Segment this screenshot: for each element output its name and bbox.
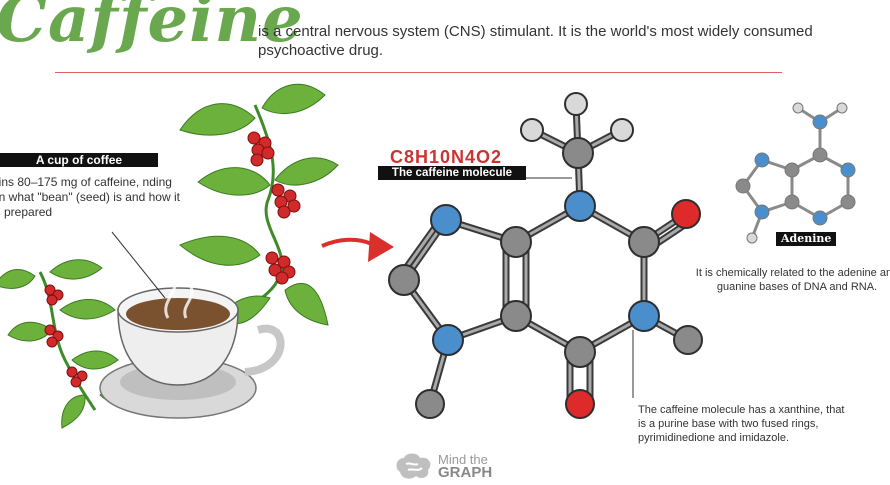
- carbon-atom: [628, 226, 660, 258]
- carbon-atom: [564, 336, 596, 368]
- page-title: Caffeine: [0, 0, 304, 57]
- coffee-cup-label: A cup of coffee: [0, 153, 158, 167]
- coffee-cherries: [44, 131, 301, 388]
- carbon-atom: [500, 226, 532, 258]
- mind-the-graph-logo: Mind the GRAPH: [394, 452, 492, 480]
- red-arrow-head: [368, 232, 394, 262]
- intro-text: is a central nervous system (CNS) stimul…: [258, 23, 813, 59]
- hydrogen-atom: [610, 118, 634, 142]
- brain-logo-icon: [396, 453, 431, 479]
- carbon-atom: [388, 264, 420, 296]
- oxygen-atom: [565, 389, 595, 419]
- carbon-atom: [415, 389, 445, 419]
- coffee-cup-description: ains 80–175 mg of caffeine, nding on wha…: [0, 175, 180, 219]
- molecule-formula: C8H10N4O2: [390, 147, 503, 167]
- nitrogen-atom: [564, 190, 596, 222]
- nitrogen-atom: [628, 300, 660, 332]
- red-arrow: [321, 237, 373, 248]
- hydrogen-atom: [564, 92, 588, 116]
- nitrogen-atom: [432, 324, 464, 356]
- carbon-atom: [562, 137, 594, 169]
- logo-line-1: Mind the: [438, 452, 488, 467]
- adenine-description: It is chemically related to the adenine …: [695, 267, 890, 293]
- adenine-label: Adenine: [776, 232, 837, 246]
- caffeine-description: The caffeine molecule has a xanthine, th…: [638, 404, 845, 444]
- title-divider: [55, 72, 782, 73]
- steam: [164, 249, 194, 319]
- logo-line-2: GRAPH: [438, 464, 493, 481]
- hydrogen-atom: [520, 118, 544, 142]
- oxygen-atom: [671, 199, 701, 229]
- carbon-atom: [500, 300, 532, 332]
- nitrogen-atom: [430, 204, 462, 236]
- caffeine-atoms: [388, 92, 703, 419]
- coffee-cup: [99, 287, 285, 419]
- caffeine-molecule-label: The caffeine molecule: [378, 166, 526, 180]
- adenine-atoms: [735, 102, 856, 244]
- cup-pointer-line: [111, 231, 166, 299]
- carbon-atom: [673, 325, 703, 355]
